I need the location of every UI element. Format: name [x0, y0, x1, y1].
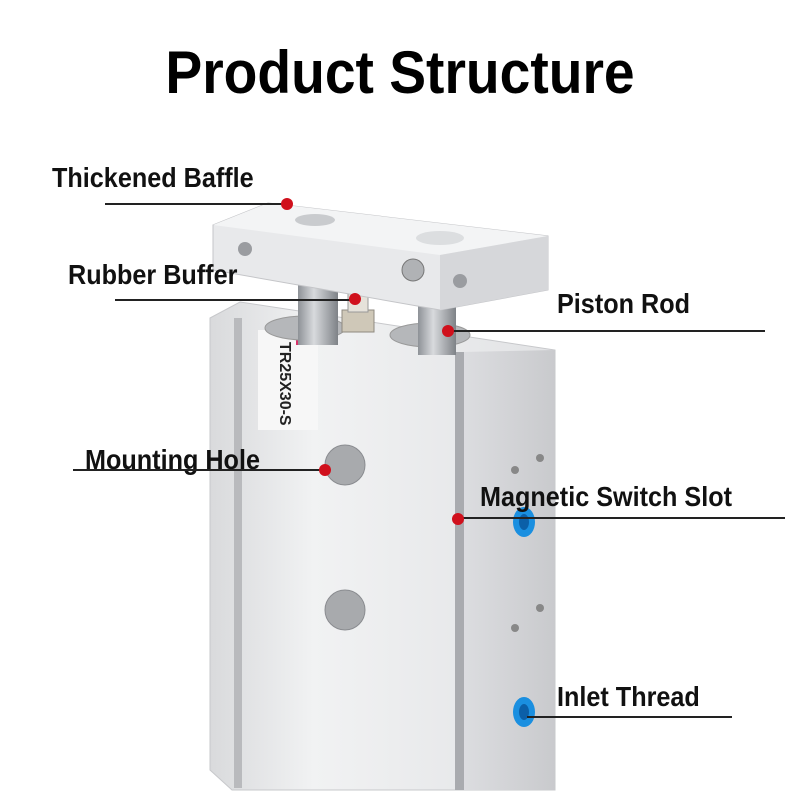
callout-magnetic-switch-slot: Magnetic Switch Slot — [480, 481, 733, 512]
marker-dot — [349, 293, 361, 305]
left-groove — [234, 318, 242, 788]
callout-rubber-buffer: Rubber Buffer — [68, 259, 238, 290]
mounting-hole-lower — [324, 589, 366, 631]
marker-dot — [319, 464, 331, 476]
marker-dot — [281, 198, 293, 210]
leader-line — [73, 469, 325, 471]
model-label: TR25X30-S — [276, 342, 293, 426]
marker-dot — [452, 513, 464, 525]
leader-line — [105, 203, 285, 205]
leader-line — [527, 716, 732, 718]
callout-piston-rod: Piston Rod — [557, 288, 690, 319]
leader-line — [458, 517, 785, 519]
leader-line — [448, 330, 765, 332]
marker-dot — [442, 325, 454, 337]
magnetic-switch-slot-groove — [455, 352, 464, 790]
callout-thickened-baffle: Thickened Baffle — [52, 162, 254, 193]
leader-line — [115, 299, 355, 301]
callout-mounting-hole: Mounting Hole — [85, 444, 260, 475]
mounting-hole-upper — [324, 444, 366, 486]
callout-inlet-thread: Inlet Thread — [557, 681, 700, 712]
page-title: Product Structure — [165, 39, 635, 106]
